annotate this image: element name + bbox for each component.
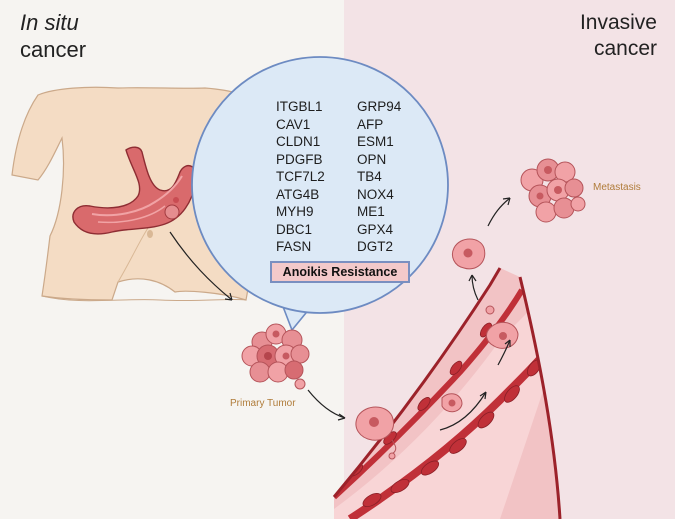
gene-item: ESM1 [357, 134, 394, 149]
metastasis-cluster [520, 158, 586, 223]
primary-tumor [241, 323, 310, 390]
gene-item: MYH9 [276, 204, 314, 219]
in-situ-title-line2: cancer [20, 37, 87, 62]
invasive-title-line2: cancer [593, 37, 657, 60]
gene-item: AFP [357, 116, 384, 132]
gene-item: PDGFB [276, 151, 323, 167]
in-situ-title-line1: In situ [20, 10, 79, 35]
progression-arrows [169, 197, 511, 431]
gene-bubble [191, 56, 449, 332]
gene-item: ATG4B [276, 186, 320, 202]
metastasis-label: Metastasis [593, 182, 641, 193]
invasive-title-line1: Invasive [579, 11, 657, 34]
circulating-cell [451, 238, 486, 270]
gene-item: TCF7L2 [276, 169, 325, 184]
gene-item: TB4 [357, 169, 382, 184]
stomach [72, 146, 198, 235]
gene-item: DBC1 [276, 221, 313, 237]
anoikis-resistance-label: Anoikis Resistance [270, 261, 410, 283]
gene-item: CAV1 [276, 116, 311, 132]
gene-item: GPX4 [357, 221, 394, 237]
gene-item: CLDN1 [276, 134, 321, 149]
primary-tumor-label: Primary Tumor [230, 398, 296, 409]
gene-item: ME1 [357, 204, 385, 219]
gene-list-right: GRP94 AFP ESM1 OPN TB4 NOX4 ME1 GPX4 DGT… [357, 98, 401, 256]
gene-item: GRP94 [357, 99, 402, 114]
gene-item: DGT2 [357, 239, 394, 254]
gene-item: ITGBL1 [276, 99, 323, 114]
gene-item: OPN [357, 151, 387, 167]
gene-item: FASN [276, 239, 312, 254]
gene-list-left: ITGBL1 CAV1 CLDN1 PDGFB TCF7L2 ATG4B MYH… [276, 98, 325, 256]
gene-item: NOX4 [357, 186, 394, 202]
blood-vessel [332, 267, 562, 519]
